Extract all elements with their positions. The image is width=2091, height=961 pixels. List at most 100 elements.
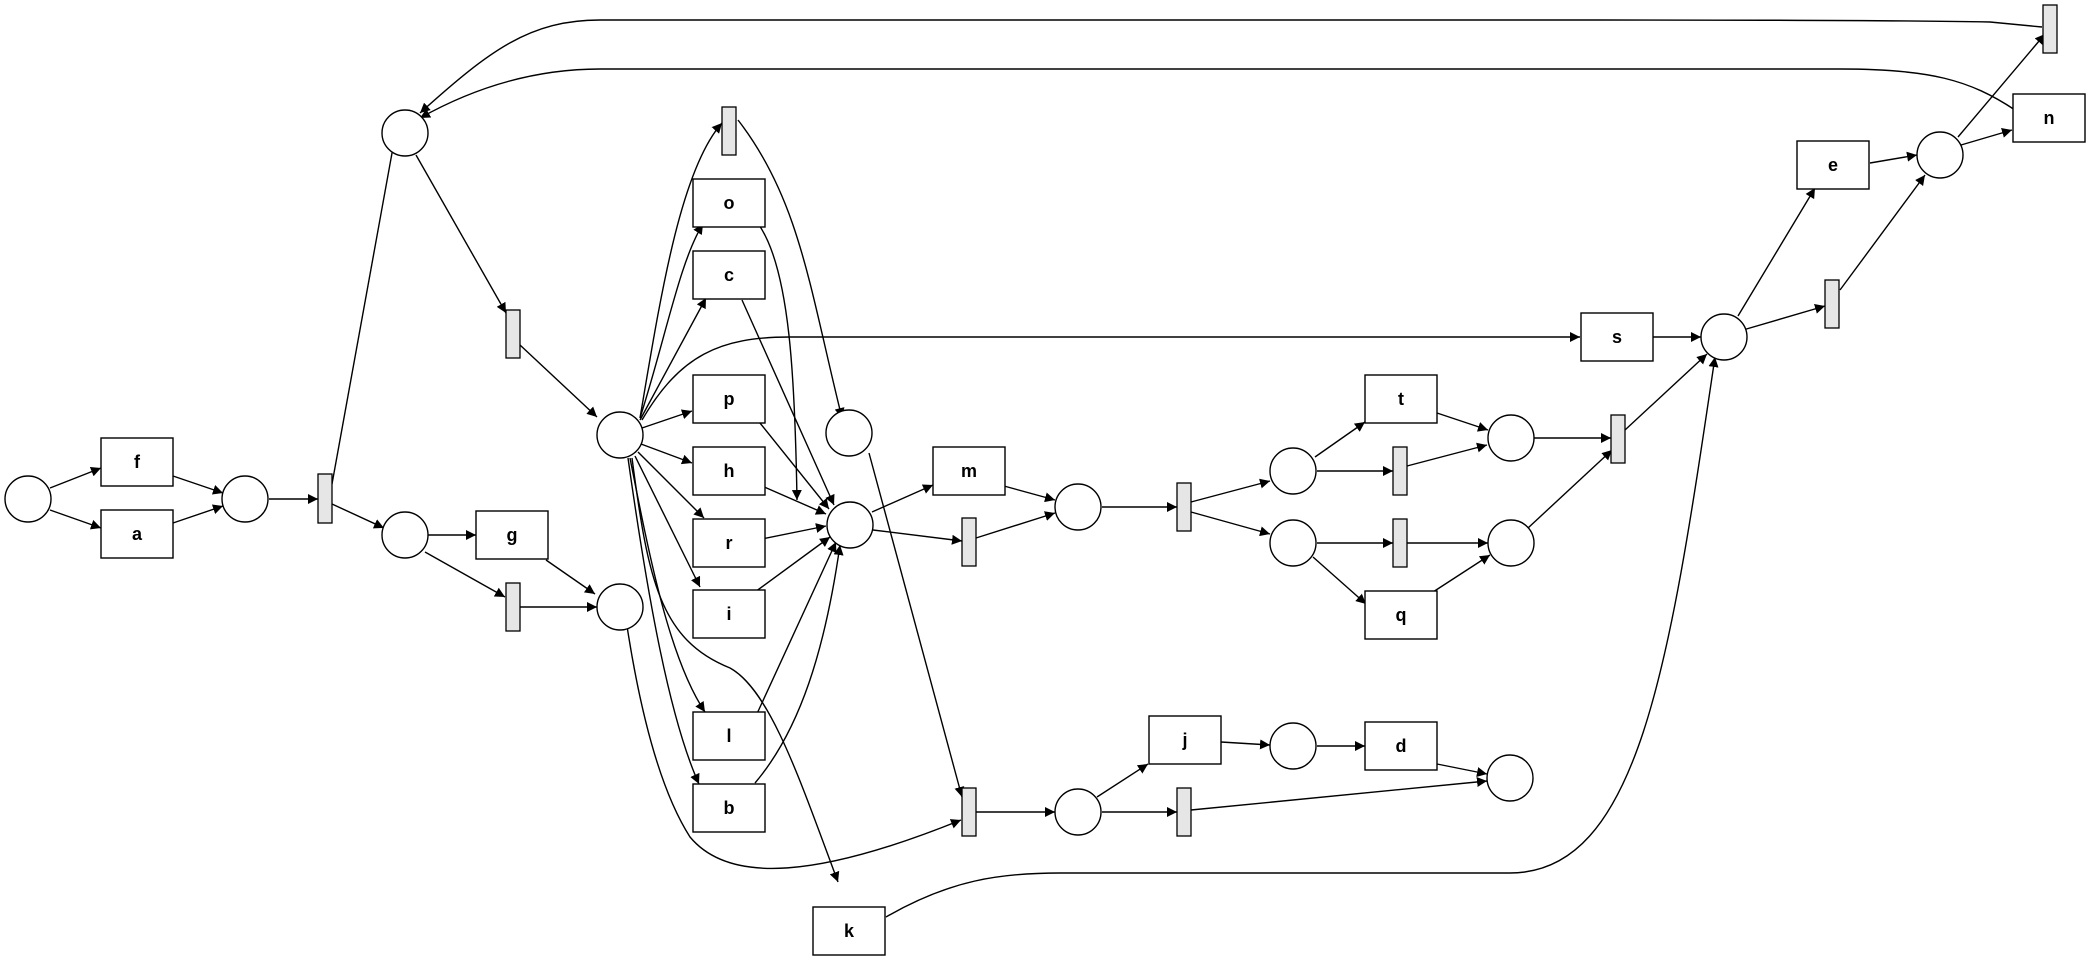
transition-n: n bbox=[2012, 93, 2086, 143]
arc-tau4-p6 bbox=[737, 119, 845, 419]
places bbox=[4, 109, 1964, 836]
tau11 bbox=[1176, 787, 1192, 837]
transition-l: l bbox=[692, 711, 766, 761]
transition-label-n: n bbox=[2044, 108, 2055, 128]
tau7 bbox=[1392, 446, 1408, 496]
transition-label-d: d bbox=[1396, 736, 1407, 756]
tau12 bbox=[1824, 279, 1840, 329]
transition-label-t: t bbox=[1398, 389, 1404, 409]
arc-n-p2 bbox=[419, 68, 2016, 119]
place-p10 bbox=[1269, 519, 1317, 567]
tau8 bbox=[1392, 518, 1408, 568]
transition-f: f bbox=[100, 437, 174, 487]
place-p12 bbox=[1487, 519, 1535, 567]
arc-d-p16 bbox=[1436, 763, 1488, 777]
arc-a-p1 bbox=[172, 504, 224, 524]
transition-c: c bbox=[692, 250, 766, 300]
arc-tau1-p2 bbox=[331, 119, 402, 485]
arc-e-p17 bbox=[1869, 151, 1918, 164]
arc-p7-tau5 bbox=[872, 529, 963, 545]
transition-label-g: g bbox=[507, 525, 518, 545]
arc-r-p7 bbox=[761, 523, 827, 540]
transition-j: j bbox=[1148, 715, 1222, 765]
transition-label-m: m bbox=[961, 461, 977, 481]
transition-h: h bbox=[692, 446, 766, 496]
arc-p5-s bbox=[641, 332, 1580, 421]
arc-i-p7 bbox=[754, 536, 831, 593]
arc-start-f bbox=[49, 466, 102, 489]
tau3 bbox=[505, 582, 521, 632]
arc-tau7-p11 bbox=[1406, 442, 1488, 467]
place-p9 bbox=[1269, 447, 1317, 495]
transition-g: g bbox=[475, 510, 549, 560]
arc-p5-tau4 bbox=[639, 122, 723, 419]
transition-e: e bbox=[1796, 140, 1870, 190]
transition-i: i bbox=[692, 589, 766, 639]
arc-p5-p bbox=[641, 409, 693, 429]
arc-tau11-p16 bbox=[1190, 776, 1488, 811]
place-p2 bbox=[381, 109, 429, 157]
transition-label-e: e bbox=[1828, 155, 1838, 175]
arc-tau6-p9 bbox=[1190, 478, 1271, 503]
transition-o: o bbox=[692, 178, 766, 228]
transition-a: a bbox=[100, 509, 174, 559]
place-p5 bbox=[596, 411, 644, 459]
arc-p10-q bbox=[1312, 556, 1367, 605]
transition-label-b: b bbox=[724, 798, 735, 818]
arc-tau1-p3 bbox=[331, 503, 385, 529]
place-p15 bbox=[1269, 722, 1317, 770]
arc-tau13-p2 bbox=[419, 19, 2043, 114]
arc-p14-j bbox=[1096, 763, 1149, 798]
arc-p9-t bbox=[1314, 421, 1366, 458]
arc-p17-tau13 bbox=[1957, 33, 2046, 138]
place-p17 bbox=[1916, 131, 1964, 179]
arc-p5-r bbox=[637, 451, 705, 519]
arc-p13-tau12 bbox=[1742, 304, 1826, 331]
transition-label-r: r bbox=[725, 533, 732, 553]
transition-label-h: h bbox=[724, 461, 735, 481]
transition-label-p: p bbox=[724, 389, 735, 409]
labeled-transitions: f a g o c p h r bbox=[100, 93, 2086, 956]
arc-p-p7 bbox=[759, 422, 830, 510]
transition-m: m bbox=[932, 446, 1006, 496]
tau2 bbox=[505, 309, 521, 359]
arc-tau6-p10 bbox=[1190, 511, 1271, 537]
transition-label-a: a bbox=[132, 524, 143, 544]
place-p6 bbox=[825, 409, 873, 457]
arc-tau12-p17 bbox=[1839, 174, 1926, 291]
place-p11 bbox=[1487, 414, 1535, 462]
place-p4 bbox=[596, 583, 644, 631]
transition-label-s: s bbox=[1612, 327, 1622, 347]
transition-s: s bbox=[1580, 312, 1654, 362]
arc-p5-k bbox=[631, 457, 840, 883]
transition-t: t bbox=[1364, 374, 1438, 424]
arc-q-p12 bbox=[1432, 554, 1491, 593]
transition-label-i: i bbox=[726, 604, 731, 624]
transition-r: r bbox=[692, 518, 766, 568]
transition-p: p bbox=[692, 374, 766, 424]
transition-label-c: c bbox=[724, 265, 734, 285]
transition-k: k bbox=[812, 906, 886, 956]
tau13 bbox=[2042, 4, 2058, 54]
arc-b-p7 bbox=[754, 544, 844, 784]
arc-t-p11 bbox=[1436, 412, 1489, 432]
transition-label-k: k bbox=[844, 921, 855, 941]
place-start bbox=[4, 475, 52, 523]
arc-o-p7 bbox=[758, 224, 802, 501]
arc-p13-e bbox=[1737, 187, 1816, 317]
place-p1 bbox=[221, 475, 269, 523]
arc-h-p7 bbox=[761, 485, 827, 515]
arc-c-p7 bbox=[741, 299, 835, 506]
arc-p5-h bbox=[640, 443, 693, 465]
place-p16 bbox=[1486, 754, 1534, 802]
transition-b: b bbox=[692, 783, 766, 833]
place-p3 bbox=[381, 511, 429, 559]
arc-p5-c bbox=[639, 297, 707, 421]
arc-tau5-p8 bbox=[975, 511, 1056, 539]
silent-transitions bbox=[317, 4, 2058, 837]
tau9 bbox=[1610, 414, 1626, 464]
arc-p3-tau3 bbox=[424, 551, 506, 598]
transition-d: d bbox=[1364, 721, 1438, 771]
transition-label-q: q bbox=[1396, 605, 1407, 625]
